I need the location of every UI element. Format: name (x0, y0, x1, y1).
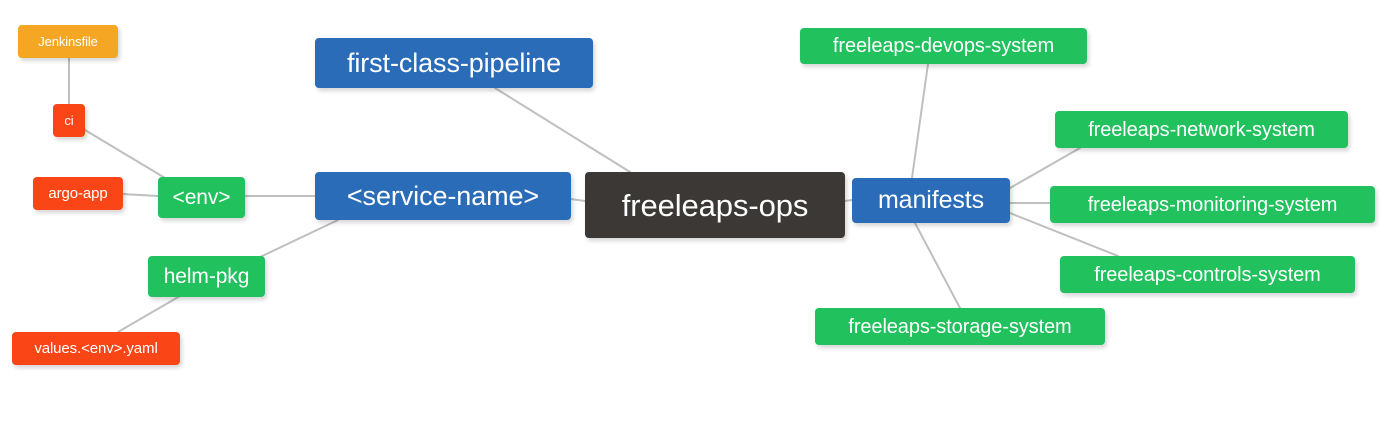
edge-service-name-to-freeleaps-ops (570, 198, 586, 202)
node-network[interactable]: freeleaps-network-system (1055, 111, 1348, 148)
node-storage[interactable]: freeleaps-storage-system (815, 308, 1105, 345)
node-devops[interactable]: freeleaps-devops-system (800, 28, 1087, 64)
node-pipeline[interactable]: first-class-pipeline (315, 38, 593, 88)
node-env[interactable]: <env> (158, 177, 245, 218)
node-freeleaps-ops[interactable]: freeleaps-ops (585, 172, 845, 238)
node-helm-pkg[interactable]: helm-pkg (148, 256, 265, 297)
edge-manifests-to-storage (914, 222, 961, 309)
edge-helm-pkg-to-service-name (257, 219, 339, 259)
node-jenkinsfile[interactable]: Jenkinsfile (18, 25, 118, 58)
node-manifests[interactable]: manifests (852, 178, 1010, 223)
node-argo-app[interactable]: argo-app (33, 177, 123, 210)
node-ci[interactable]: ci (53, 104, 85, 137)
edge-manifests-to-devops (911, 63, 929, 179)
edge-pipeline-to-freeleaps-ops (494, 87, 631, 173)
edge-freeleaps-ops-to-manifests (844, 199, 853, 202)
node-controls[interactable]: freeleaps-controls-system (1060, 256, 1355, 293)
edge-ci-to-env (84, 129, 171, 182)
edge-manifests-to-network (1009, 147, 1081, 189)
node-values-yaml[interactable]: values.<env>.yaml (12, 332, 180, 365)
node-service-name[interactable]: <service-name> (315, 172, 571, 220)
edge-values-yaml-to-helm-pkg (117, 295, 181, 333)
node-monitoring[interactable]: freeleaps-monitoring-system (1050, 186, 1375, 223)
edge-argo-app-to-env (122, 193, 159, 197)
